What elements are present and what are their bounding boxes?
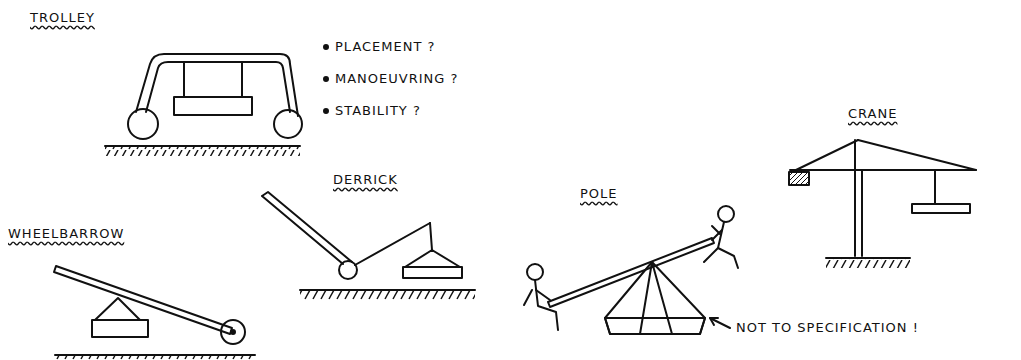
crane-drawing: [789, 140, 976, 268]
section-heading: WHEELBARROW: [8, 226, 124, 242]
annotation-note: NOT TO SPECIFICATION !: [736, 320, 919, 336]
wheelbarrow-drawing: [54, 266, 255, 360]
trolley-drawing: [105, 54, 302, 156]
section-heading: CRANE: [848, 106, 897, 122]
section-heading: POLE: [580, 186, 618, 202]
question-note: MANOEUVRING ?: [335, 71, 458, 87]
section-heading: TROLLEY: [30, 10, 95, 26]
question-note: PLACEMENT ?: [335, 39, 435, 55]
pole-drawing: [524, 206, 738, 334]
question-note: STABILITY ?: [335, 103, 421, 119]
section-heading: DERRICK: [333, 172, 398, 188]
derrick-drawing: [262, 192, 475, 300]
